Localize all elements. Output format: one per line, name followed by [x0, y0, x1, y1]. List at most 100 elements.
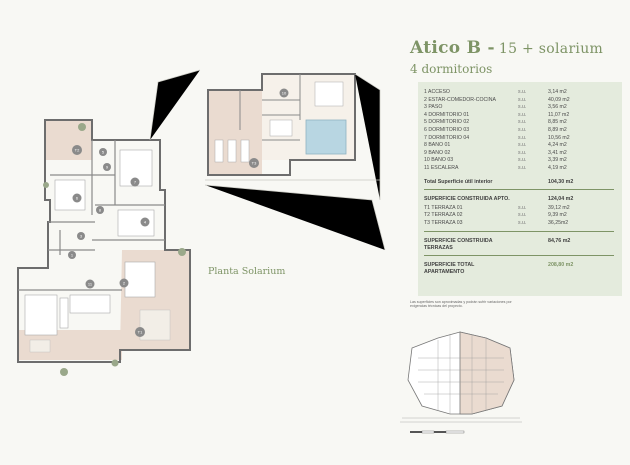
divider [424, 255, 614, 257]
room-val: 11,07 m2 [548, 111, 570, 118]
room-row: 3 PASO s.u. 3,56 m2 [424, 104, 614, 112]
room-name: 8 BAÑO 01 [424, 142, 451, 149]
terraza-su: s.u. [518, 204, 527, 211]
construida-apto-row: SUPERFICIE CONSTRUIDA APTO. 124,04 m2 [424, 196, 614, 202]
construida-apto-label: SUPERFICIE CONSTRUIDA APTO. [424, 195, 510, 202]
room-su: s.u. [518, 126, 527, 133]
label-5: 5 [102, 150, 105, 155]
terraza-name: T1 TERRAZA 01 [424, 204, 463, 211]
header: Atico B -15 + solarium 4 dormitorios [410, 38, 620, 76]
terraza-val: 36,25m2 [548, 219, 569, 226]
divider [424, 188, 614, 190]
room-val: 8,89 m2 [548, 126, 567, 133]
total-util-label: Total Superficie útil interior [424, 178, 493, 185]
room-su: s.u. [518, 134, 527, 141]
terraza-val: 39,12 m2 [548, 204, 570, 211]
room-name: 10 BAÑO 03 [424, 157, 454, 164]
total-util-value: 104,30 m2 [548, 178, 574, 185]
room-name: 5 DORMITORIO 02 [424, 119, 470, 126]
room-val: 3,56 m2 [548, 104, 567, 111]
label-8: 8 [99, 208, 102, 213]
label-t3: T3 [252, 161, 257, 166]
room-name: 3 PASO [424, 104, 443, 111]
total-apto-value: 208,80 m2 [548, 262, 574, 269]
label-1: 1 [71, 253, 74, 258]
label-11: 11 [88, 282, 93, 287]
room-su: s.u. [518, 104, 527, 111]
planta-solarium-label: Planta Solarium [208, 266, 286, 277]
construida-apto-value: 124,04 m2 [548, 195, 574, 202]
total-apto-row: SUPERFICIE TOTAL APARTAMENTO 208,80 m2 [424, 262, 614, 275]
room-su: s.u. [518, 142, 527, 149]
room-markers [68, 88, 289, 337]
lower-terrace-furniture [29, 309, 171, 353]
label-6: 6 [76, 196, 79, 201]
label-t2: T2 [75, 148, 80, 153]
room-name: 1 ACCESO [424, 89, 450, 95]
room-val: 8,85 m2 [548, 119, 567, 126]
page-title: Atico B -15 + solarium [410, 38, 620, 58]
room-val: 10,56 m2 [548, 134, 570, 141]
terraza-row: T1 TERRAZA 01 s.u. 39,12 m2 [424, 205, 614, 213]
total-util-row: Total Superficie útil interior 104,30 m2 [424, 179, 614, 185]
room-row: 9 BAÑO 02 s.u. 3,41 m2 [424, 150, 614, 158]
title-text: Atico B - [410, 38, 495, 58]
construida-terrazas-value: 84,76 m2 [548, 238, 571, 245]
room-su: s.u. [518, 119, 527, 126]
room-su: s.u. [518, 89, 527, 95]
room-name: 7 DORMITORIO 04 [424, 134, 470, 141]
plants [43, 123, 186, 376]
room-su: s.u. [518, 111, 527, 118]
room-row: 11 ESCALERA s.u. 4,19 m2 [424, 165, 614, 173]
room-row: 8 BAÑO 01 s.u. 4,24 m2 [424, 142, 614, 150]
room-row: 7 DORMITORIO 04 s.u. 10,56 m2 [424, 135, 614, 143]
terraza-name: T3 TERRAZA 03 [424, 219, 463, 226]
building-edge [149, 69, 386, 251]
label-3: 3 [80, 234, 83, 239]
divider [424, 231, 614, 233]
room-val: 40,09 m2 [548, 96, 570, 103]
room-name: 11 ESCALERA [424, 164, 459, 171]
scale-bar [410, 430, 465, 434]
areas-table: 1 ACCESO s.u. 3,14 m2 2 ESTAR-COMEDOR-COCIN… [424, 89, 614, 275]
room-row: 10 BAÑO 03 s.u. 3,39 m2 [424, 157, 614, 165]
rooms-list: 1 ACCESO s.u. 3,14 m2 2 ESTAR-COMEDOR-COCIN… [424, 89, 614, 173]
room-val: 3,14 m2 [548, 89, 567, 95]
total-apto-label: SUPERFICIE TOTAL APARTAMENTO [424, 262, 475, 275]
room-su: s.u. [518, 164, 527, 171]
room-row: 4 DORMITORIO 01 s.u. 11,07 m2 [424, 112, 614, 120]
key-plan [400, 331, 522, 423]
room-name: 4 DORMITORIO 01 [424, 111, 470, 118]
pool [305, 119, 347, 155]
room-name: 9 BAÑO 02 [424, 149, 451, 156]
room-val: 3,39 m2 [548, 157, 567, 164]
label-4: 4 [144, 220, 147, 225]
label-2: 2 [123, 281, 126, 286]
key-highlight [459, 331, 515, 415]
lower-floor-walls [18, 140, 165, 291]
room-val: 4,24 m2 [548, 142, 567, 149]
terraza-row: T3 TERRAZA 03 s.u. 36,25m2 [424, 220, 614, 228]
room-name: 2 ESTAR-COMEDOR-COCINA [424, 96, 496, 103]
room-su: s.u. [518, 149, 527, 156]
room-su: s.u. [518, 157, 527, 164]
room-val: 3,41 m2 [548, 149, 567, 156]
label-t1: T1 [138, 330, 143, 335]
construida-terrazas-label: SUPERFICIE CONSTRUIDA TERRAZAS [424, 238, 493, 251]
terraza-val: 9,39 m2 [548, 212, 567, 219]
terrace-t3-bottom [18, 330, 122, 360]
room-name: 6 DORMITORIO 03 [424, 126, 470, 133]
label-10: 10 [282, 91, 287, 96]
terraza-su: s.u. [518, 219, 527, 226]
disclaimer-note: Las superficies son aproximadas y podrán… [410, 300, 512, 309]
room-val: 4,19 m2 [548, 164, 567, 171]
label-9: 9 [106, 165, 109, 170]
solarium-outline [207, 73, 356, 176]
construida-terrazas-row: SUPERFICIE CONSTRUIDA TERRAZAS 84,76 m2 [424, 238, 614, 251]
title-sub: 15 + solarium [498, 41, 604, 57]
floor-plan-drawing: T2 9 6 5 8 7 4 3 1 11 2 T1 10 T3 [17, 69, 386, 376]
solarium-walls [239, 74, 301, 141]
room-row: 5 DORMITORIO 02 s.u. 8,85 m2 [424, 119, 614, 127]
